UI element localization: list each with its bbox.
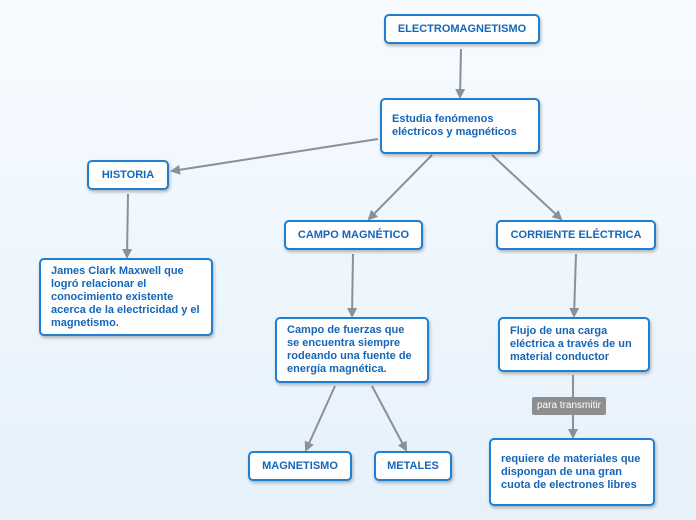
node-metales[interactable]: METALES: [374, 451, 452, 481]
connector-history-maxwell: [122, 193, 133, 259]
connector-studies-electric-current: [491, 154, 563, 221]
connector-studies-history: [170, 138, 379, 175]
connector-electric-current-charge-flow: [569, 253, 580, 318]
link-label-para-transmitir: para transmitir: [532, 397, 606, 415]
connector-studies-magnetic-field: [367, 154, 433, 221]
node-flujo-de-carga[interactable]: Flujo de una carga eléctrica a través de…: [498, 317, 650, 372]
connector-root-studies: [455, 48, 466, 99]
node-requiere-materiales[interactable]: requiere de materiales que dispongan de …: [489, 438, 655, 506]
node-corriente-electrica[interactable]: CORRIENTE ELÉCTRICA: [496, 220, 656, 250]
node-estudia-fenomenos[interactable]: Estudia fenómenos eléctricos y magnético…: [380, 98, 540, 154]
node-electromagnetismo[interactable]: ELECTROMAGNETISMO: [384, 14, 540, 44]
connector-force-field-magnetism: [304, 385, 336, 452]
node-campo-magnetico[interactable]: CAMPO MAGNÉTICO: [284, 220, 423, 250]
connector-force-field-metals: [371, 385, 407, 452]
connector-magnetic-field-force-field: [347, 253, 358, 318]
node-historia[interactable]: HISTORIA: [87, 160, 169, 190]
node-campo-de-fuerzas[interactable]: Campo de fuerzas que se encuentra siempr…: [275, 317, 429, 383]
node-magnetismo[interactable]: MAGNETISMO: [248, 451, 352, 481]
node-james-clark-maxwell[interactable]: James Clark Maxwell que logró relacionar…: [39, 258, 213, 336]
